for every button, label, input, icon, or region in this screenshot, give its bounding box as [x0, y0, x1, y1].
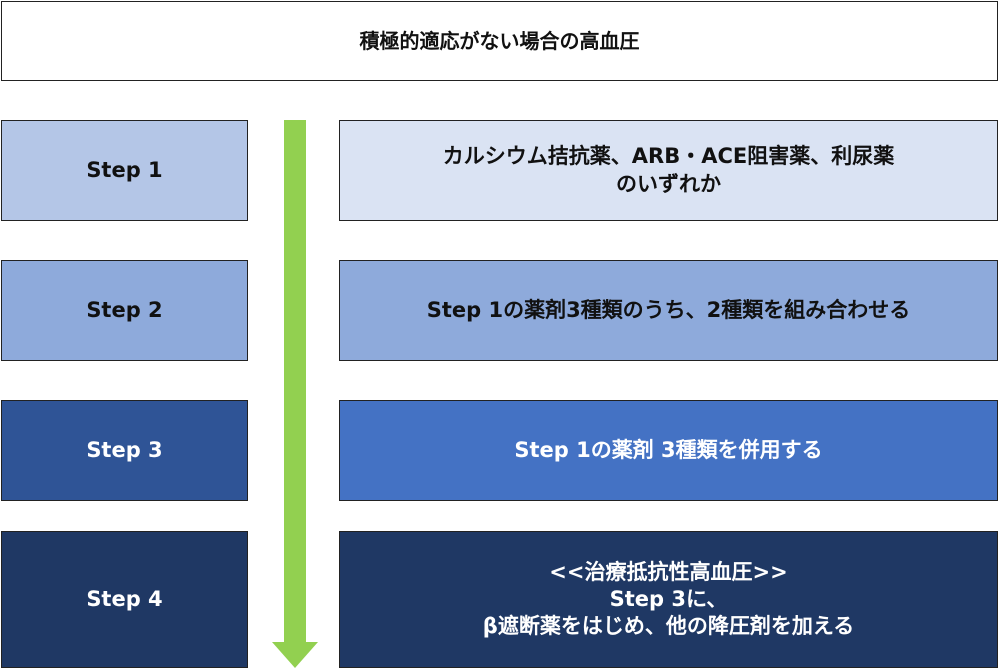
step-3-label: Step 3 [1, 400, 248, 501]
step-4-line-1: <<治療抵抗性高血圧>> [549, 559, 788, 584]
arrow-shaft [284, 120, 306, 642]
step-1-label: Step 1 [1, 120, 248, 221]
step-4-label: Step 4 [1, 531, 248, 668]
down-arrow-icon [272, 120, 318, 668]
step-2-line-1: Step 1の薬剤3種類のうち、2種類を組み合わせる [426, 297, 911, 322]
step-3-line-1: Step 1の薬剤 3種類を併用する [514, 437, 823, 462]
step-4-description: <<治療抵抗性高血圧>> Step 3に、 β遮断薬をはじめ、他の降圧剤を加える [339, 531, 998, 668]
step-2-description: Step 1の薬剤3種類のうち、2種類を組み合わせる [339, 260, 998, 361]
step-1-line-2: のいずれか [616, 171, 721, 196]
step-1-description: カルシウム拮抗薬、ARB・ACE阻害薬、利尿薬 のいずれか [339, 120, 998, 221]
step-2-label: Step 2 [1, 260, 248, 361]
step-4-line-2: Step 3に、 [609, 586, 728, 611]
step-4-line-3: β遮断薬をはじめ、他の降圧剤を加える [482, 614, 855, 639]
arrow-head [272, 642, 318, 668]
step-3-description: Step 1の薬剤 3種類を併用する [339, 400, 998, 501]
step-1-line-1: カルシウム拮抗薬、ARB・ACE阻害薬、利尿薬 [442, 144, 895, 169]
diagram-title: 積極的適応がない場合の高血圧 [1, 1, 998, 81]
